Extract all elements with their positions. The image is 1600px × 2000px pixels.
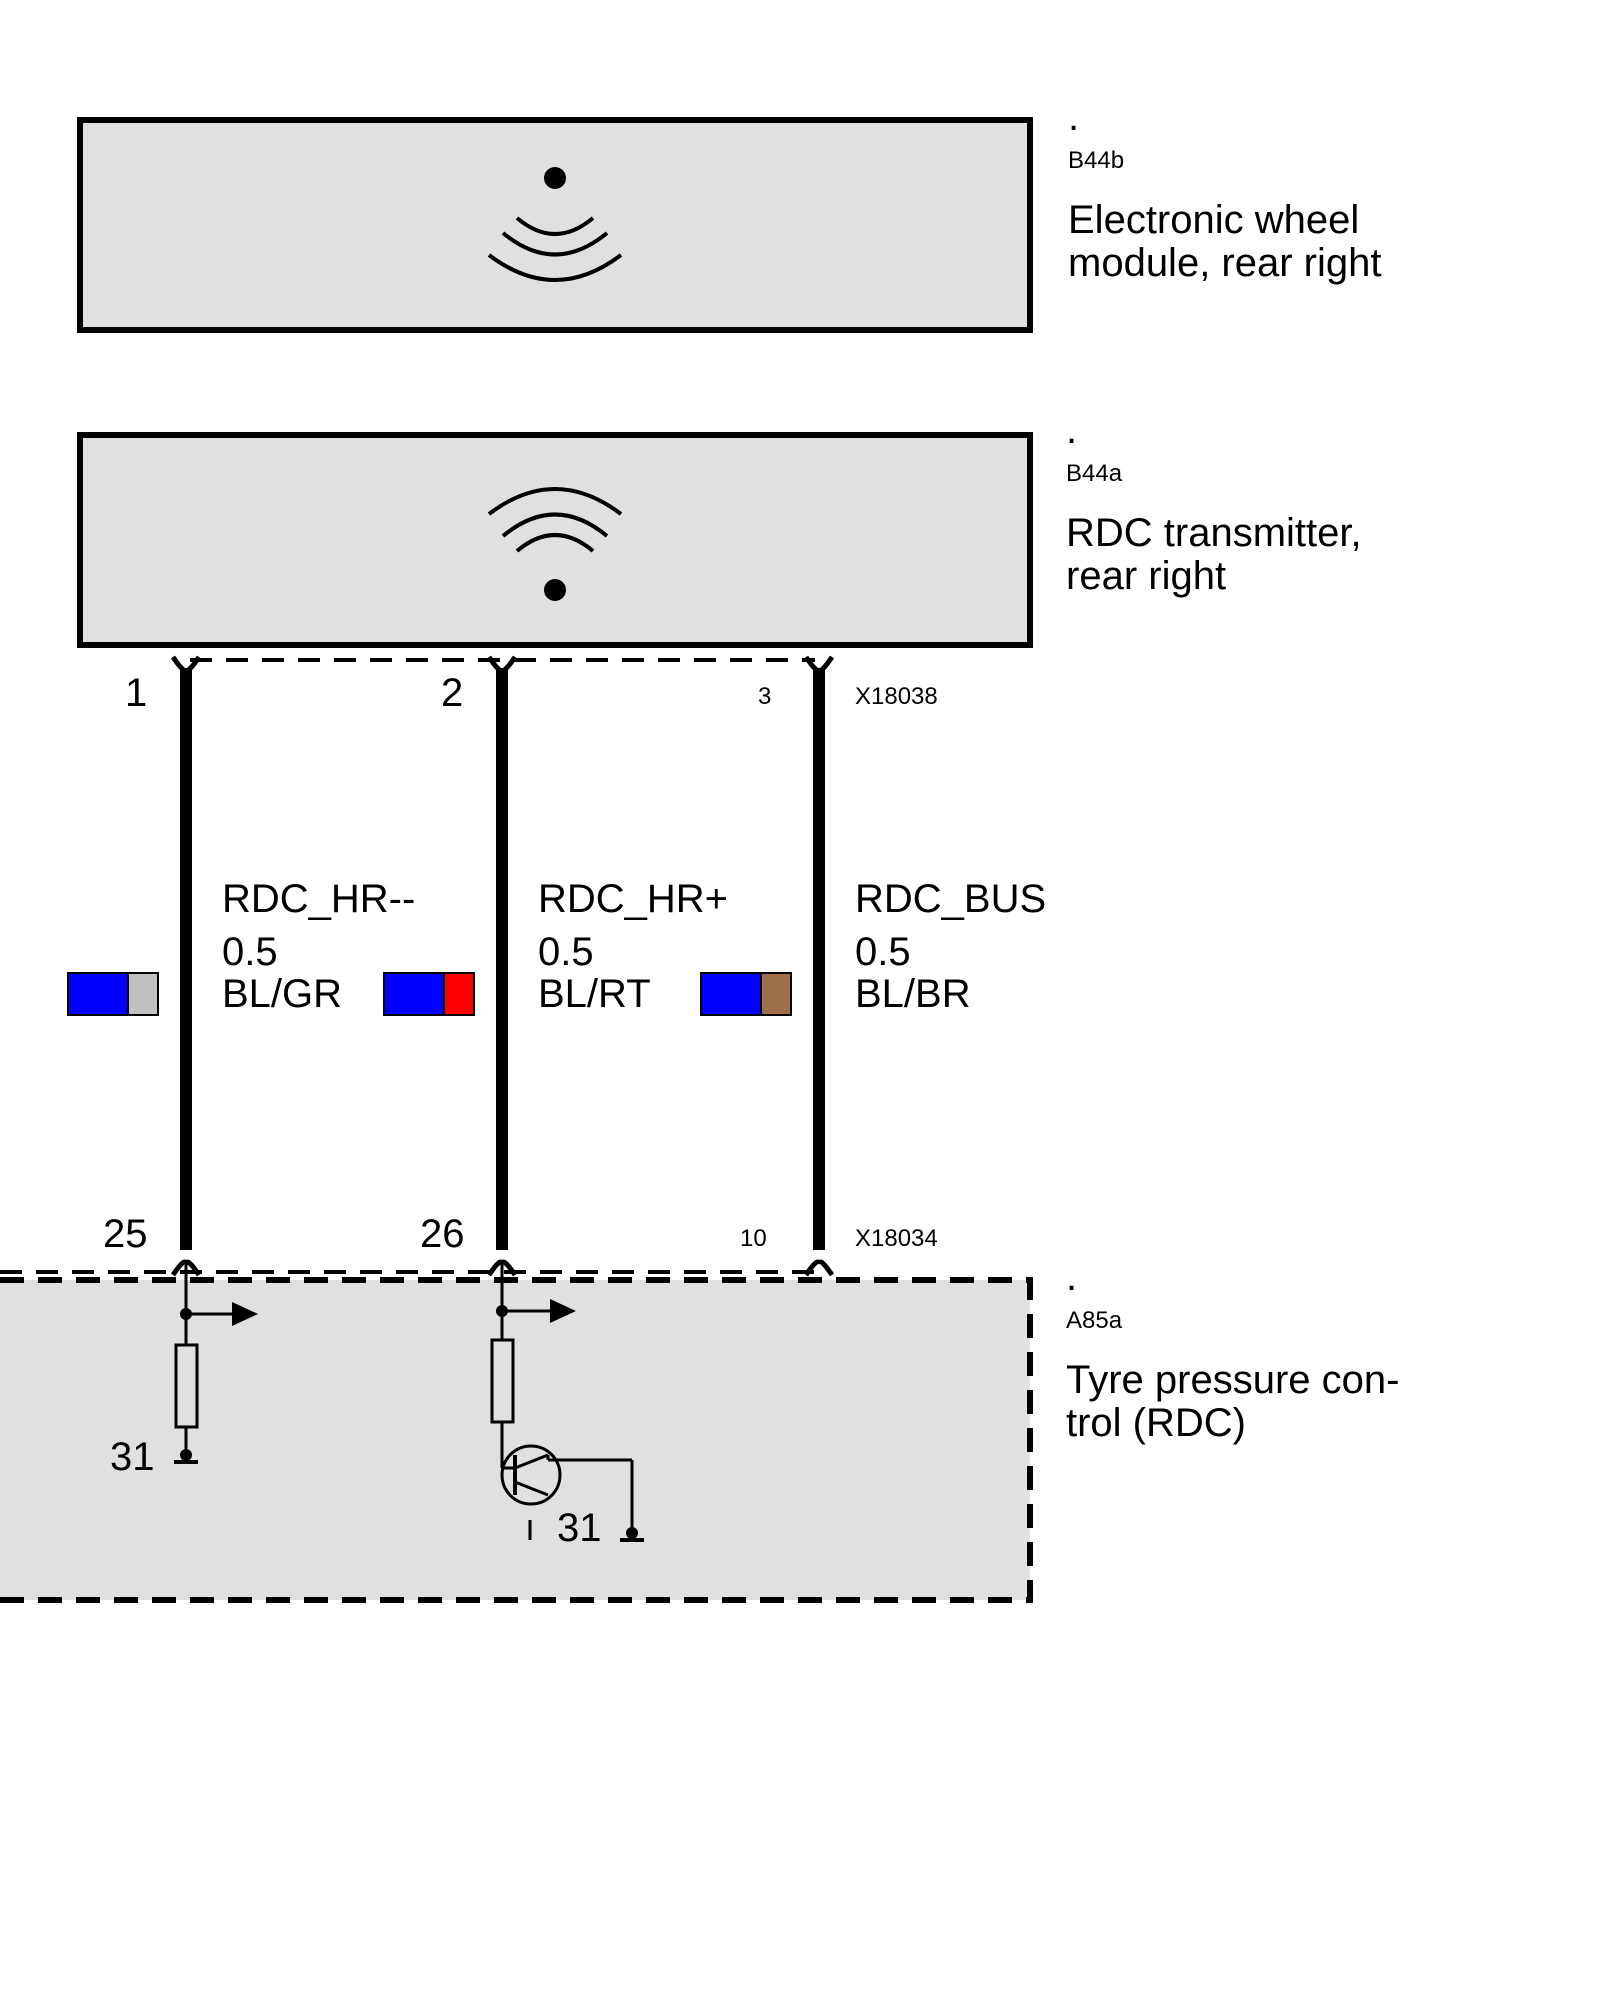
pin-26-label: 26 xyxy=(420,1212,465,1256)
pin-1-label: 1 xyxy=(125,671,147,715)
wire-rdc-bus: RDC_BUS 0.5 BL/BR xyxy=(700,668,1046,1250)
wire-size-label: 0.5 xyxy=(538,930,594,974)
wire-color-swatch-bl-rt xyxy=(383,972,445,1016)
a85a-description-line1: Tyre pressure con- xyxy=(1066,1358,1399,1402)
a85a-component: . A85a Tyre pressure con- trol (RDC) 31 xyxy=(0,1255,1399,1603)
wire-rdc-hr-plus: RDC_HR+ 0.5 BL/RT xyxy=(383,668,728,1250)
pin-2-label: 2 xyxy=(441,671,463,715)
a85a-box xyxy=(0,1277,1033,1603)
b44b-component: . B44b Electronic wheel module, rear rig… xyxy=(77,95,1381,333)
wire-color-label: BL/GR xyxy=(222,972,342,1016)
b44a-component: . B44a RDC transmitter, rear right xyxy=(77,408,1362,648)
b44b-description-line2: module, rear right xyxy=(1068,241,1381,285)
wire-color-swatch-bl-br xyxy=(700,972,762,1016)
wire-color-label: BL/BR xyxy=(855,972,971,1016)
wire-signal-label: RDC_BUS xyxy=(855,877,1046,921)
connector-x18034: 25 26 10 X18034 xyxy=(0,1212,938,1277)
connector-x18034-label: X18034 xyxy=(855,1225,938,1252)
transistor-pin-26 xyxy=(490,1264,644,1542)
wire-size-label: 0.5 xyxy=(855,930,911,974)
pin-3-label: 3 xyxy=(758,683,771,710)
b44b-code: B44b xyxy=(1068,147,1124,174)
wire-signal-label: RDC_HR+ xyxy=(538,877,728,921)
pin-25-label: 25 xyxy=(103,1212,148,1256)
ground-31-label: 31 xyxy=(557,1506,602,1550)
b44a-box xyxy=(77,432,1033,648)
wire-signal-label: RDC_HR-- xyxy=(222,877,415,921)
pin-10-label: 10 xyxy=(740,1225,767,1252)
wire-color-swatch-bl-gr xyxy=(67,972,129,1016)
b44b-box xyxy=(77,117,1033,333)
wireless-transmit-icon xyxy=(487,487,623,601)
wireless-receive-icon xyxy=(487,167,623,282)
b44a-code: B44a xyxy=(1066,460,1123,487)
a85a-description-line2: trol (RDC) xyxy=(1066,1401,1246,1445)
wire-rdc-hr-minus: RDC_HR-- 0.5 BL/GR xyxy=(67,668,415,1250)
wire-color-label: BL/RT xyxy=(538,972,651,1016)
a85a-dot: . xyxy=(1066,1255,1077,1299)
connector-x18038-label: X18038 xyxy=(855,683,938,710)
b44a-description-line1: RDC transmitter, xyxy=(1066,511,1362,555)
ground-31-label: 31 xyxy=(110,1435,155,1479)
b44a-description-line2: rear right xyxy=(1066,554,1226,598)
b44a-dot: . xyxy=(1066,408,1077,452)
resistor-pin-25 xyxy=(174,1264,258,1464)
wire-size-label: 0.5 xyxy=(222,930,278,974)
a85a-code: A85a xyxy=(1066,1307,1123,1334)
b44b-dot: . xyxy=(1068,95,1079,139)
b44b-description-line1: Electronic wheel xyxy=(1068,198,1359,242)
